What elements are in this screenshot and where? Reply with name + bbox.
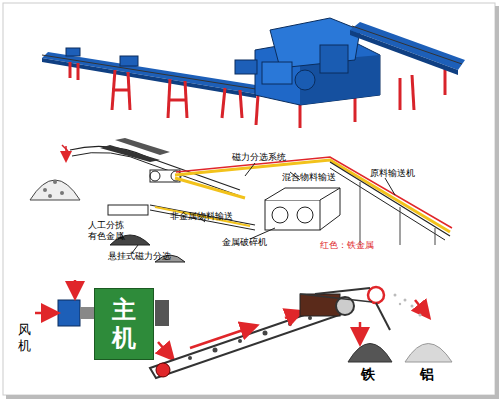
label-text: 铁 bbox=[361, 366, 375, 383]
machine-label: 主机 bbox=[111, 296, 136, 352]
frame bbox=[3, 3, 495, 395]
shadow bbox=[495, 6, 499, 398]
label-text: 铝 bbox=[420, 366, 434, 383]
label-text: 人工分拣 有色金属 bbox=[88, 220, 126, 242]
label-text: 非金属物料输送 bbox=[170, 211, 233, 222]
schematic bbox=[30, 138, 452, 262]
label-text: 金属破碎机 bbox=[222, 237, 267, 248]
label-text: 混合物料输送 bbox=[282, 172, 336, 183]
shadow bbox=[6, 395, 499, 399]
label-text: 风机 bbox=[18, 322, 34, 354]
main-machine-box: 主机 bbox=[94, 288, 154, 360]
separation-line bbox=[35, 280, 452, 378]
crusher-3d bbox=[42, 18, 465, 128]
label-text: 悬挂式磁力分选 bbox=[108, 251, 171, 262]
label-text: 磁力分选系统 bbox=[232, 152, 286, 163]
label-text: 红色：铁金属 bbox=[320, 240, 374, 251]
node-text-wrap: 主机 bbox=[111, 296, 136, 352]
label-text: 原料输送机 bbox=[370, 168, 415, 179]
